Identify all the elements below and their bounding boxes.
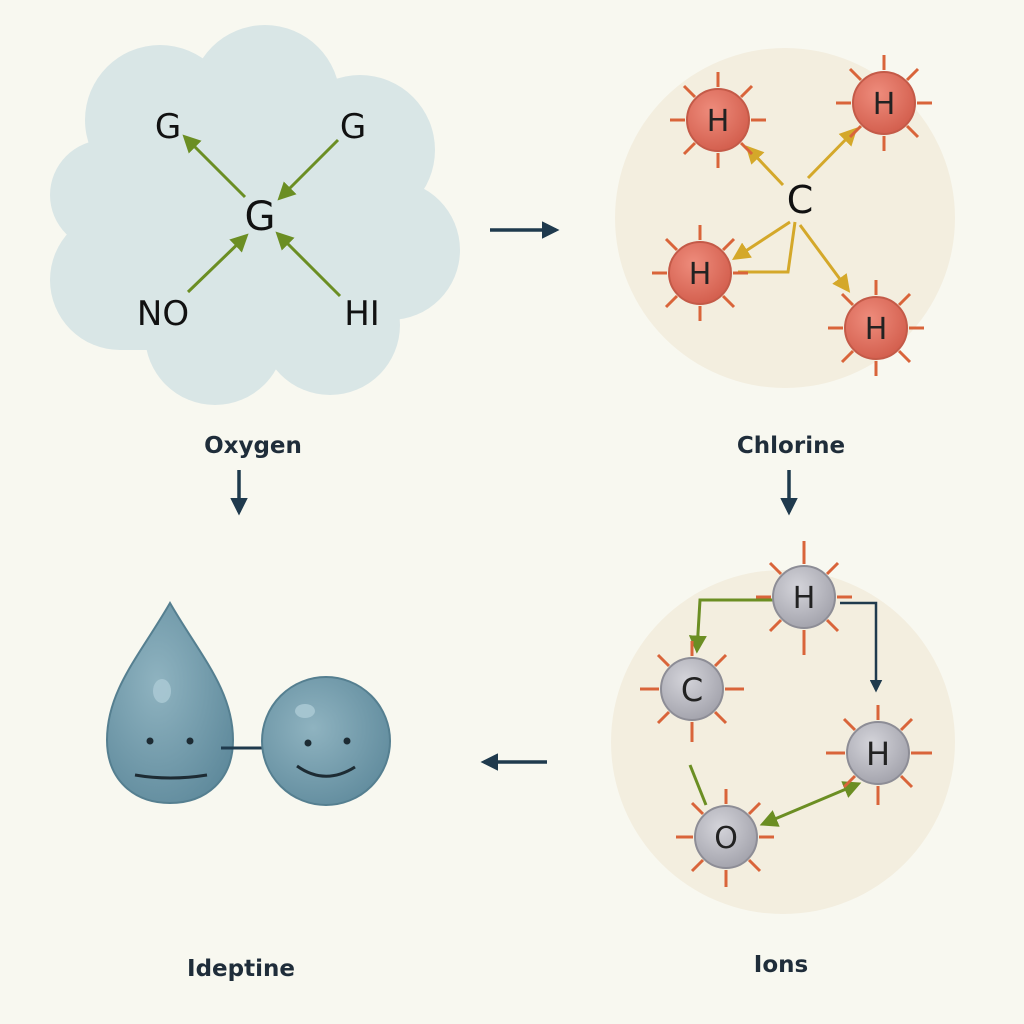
arrow-top-right-to-center — [277, 138, 340, 201]
oxygen-center-symbol: G — [245, 194, 276, 240]
ion-atom-left: C — [640, 641, 744, 742]
atom-rays — [828, 280, 924, 376]
arrow-center-to-bottom-right-atom — [798, 224, 851, 293]
atom-top-right: H — [836, 55, 932, 151]
ideptine-label: Ideptine — [187, 956, 295, 982]
atom-rays — [836, 55, 932, 151]
atom-top-right-symbol: H — [873, 87, 896, 122]
atom-bottom-right: H — [828, 280, 924, 376]
ion-atom-top-symbol: H — [793, 581, 816, 616]
atom-rays — [756, 541, 852, 655]
sphere-mouth — [296, 764, 356, 778]
atom-rays — [826, 705, 932, 805]
ion-atom-top: H — [756, 541, 852, 655]
atom-rays — [676, 789, 774, 887]
atom-top-left-symbol: H — [707, 104, 730, 139]
chlorine-panel: C H — [615, 48, 955, 388]
oxygen-top-left-symbol: G — [155, 107, 181, 147]
arrow-center-to-left-atom — [731, 220, 791, 260]
arrow-right-atom-to-bottom-atom — [759, 781, 862, 827]
chlorine-center-symbol: C — [787, 178, 814, 222]
oxygen-top-right-symbol: G — [340, 107, 366, 147]
atom-left-symbol: H — [689, 257, 712, 292]
oxygen-bottom-right-symbol: HI — [344, 294, 380, 334]
atom-top-left: H — [670, 72, 766, 168]
sphere-eye-right — [343, 737, 351, 745]
chlorine-label: Chlorine — [737, 433, 845, 459]
ions-label: Ions — [754, 952, 808, 978]
drop-eye-left — [146, 737, 154, 745]
atom-rays — [670, 72, 766, 168]
drop-eye-right — [186, 737, 194, 745]
arrow-bottom-right-to-center — [275, 231, 342, 298]
water-drop — [105, 600, 235, 805]
arrow-center-to-top-left — [182, 134, 247, 199]
ion-atom-right-symbol: H — [866, 735, 890, 773]
oxygen-panel: G G G NO HI — [50, 25, 460, 405]
flow-arrows — [230, 221, 798, 771]
ideptine-panel — [105, 600, 391, 806]
ions-panel: H C — [611, 541, 955, 914]
cloud-shape — [50, 25, 460, 405]
oxygen-label: Oxygen — [204, 433, 302, 459]
atom-bottom-right-symbol: H — [865, 312, 888, 347]
oxygen-bond-arrows — [182, 134, 342, 298]
arrow-bottom-left-to-center — [186, 233, 249, 294]
atom-rays — [640, 641, 744, 742]
sphere-eye-left — [304, 739, 312, 747]
water-sphere — [261, 676, 391, 806]
arrow-left-atom-return — [738, 221, 797, 274]
arrow-center-to-top-right-atom — [806, 127, 858, 180]
arrow-top-atom-to-left-atom — [688, 598, 775, 654]
ion-atom-bottom-symbol: O — [714, 821, 738, 856]
atom-left: H — [652, 225, 748, 321]
arrow-top-atom-to-right-atom — [840, 601, 883, 693]
atom-rays — [652, 225, 748, 321]
drop-mouth — [134, 773, 208, 780]
ion-atom-bottom: O — [676, 789, 774, 887]
chlorine-bond-arrows — [731, 127, 858, 293]
ion-atom-left-symbol: C — [681, 671, 703, 709]
ion-atom-right: H — [826, 705, 932, 805]
arrow-bottom-atom-link — [688, 764, 708, 806]
arrow-center-to-top-left-atom — [745, 145, 785, 187]
oxygen-bottom-left-symbol: NO — [137, 294, 189, 334]
